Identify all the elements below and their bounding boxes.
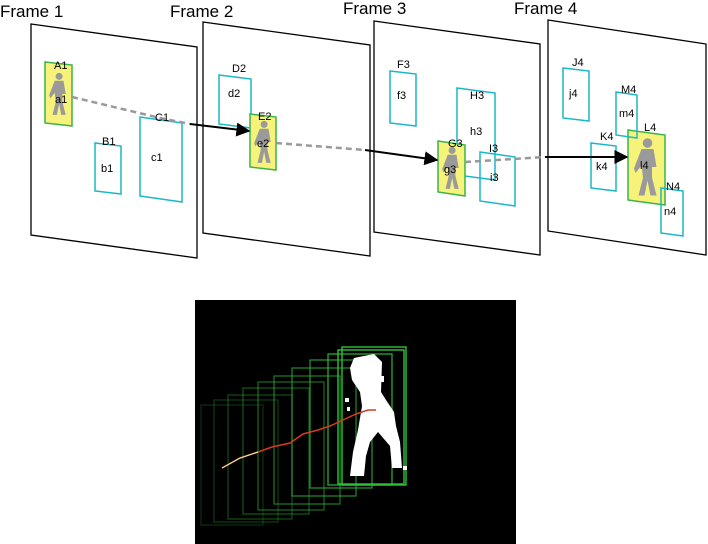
track-box	[341, 346, 407, 486]
box-g3-label: G3	[448, 138, 463, 150]
box-h3-inner: h3	[470, 126, 482, 138]
track-box	[213, 399, 279, 523]
box-d2-label: D2	[232, 63, 246, 75]
frame-2-panel	[202, 21, 371, 257]
arrow-frame1-to-frame2	[189, 122, 251, 137]
box-m4-label: M4	[621, 84, 636, 96]
box-k4-inner: k4	[596, 161, 608, 173]
box-h3-label: H3	[470, 90, 484, 102]
box-i3-inner: i3	[490, 172, 499, 184]
box-f3-label: F3	[397, 59, 410, 71]
box-m4: M4 m4	[615, 84, 638, 139]
frame-4-panel	[547, 19, 707, 256]
box-n4-inner: n4	[664, 206, 676, 218]
track-box	[257, 381, 325, 511]
box-n4-label: N4	[666, 181, 680, 193]
box-b1-label: B1	[102, 136, 115, 148]
person-silhouette-icon	[345, 354, 407, 476]
box-l4: L4 l4	[627, 122, 666, 206]
frame-4-title: Frame 4	[514, 0, 577, 18]
box-f3: F3 f3	[389, 59, 417, 127]
box-n4: N4 n4	[660, 181, 684, 237]
box-a1: A1 a1	[44, 60, 73, 127]
arrow-frame2-to-frame3	[364, 149, 439, 166]
box-j4: J4 j4	[562, 57, 590, 122]
box-d2: D2 d2	[218, 63, 252, 129]
box-a1-label: A1	[54, 60, 67, 72]
box-i3-label: I3	[489, 143, 498, 155]
box-l4-label: L4	[644, 122, 656, 134]
box-m4-inner: m4	[619, 108, 634, 120]
box-f3-inner: f3	[397, 90, 406, 102]
box-l4-inner: l4	[640, 160, 649, 172]
box-b1-inner: b1	[101, 163, 113, 175]
dashed-link-1	[71, 95, 191, 126]
box-k4: K4 k4	[590, 131, 617, 192]
track-box	[291, 367, 357, 497]
box-d2-inner: d2	[228, 88, 240, 100]
frame-3-title: Frame 3	[343, 0, 406, 18]
box-j4-inner: j4	[568, 88, 578, 100]
box-a1-inner: a1	[55, 94, 67, 106]
frame-1-title: Frame 1	[0, 2, 63, 21]
tracking-result-panel	[195, 300, 516, 544]
track-box	[273, 375, 341, 505]
box-c1-inner: c1	[151, 152, 163, 164]
box-g3: G3 g3	[437, 138, 466, 197]
box-b1: B1 b1	[94, 136, 122, 195]
track-box	[200, 404, 264, 526]
box-e2-inner: e2	[257, 138, 269, 150]
trajectory-line-tail	[221, 451, 259, 469]
frame-2-title: Frame 2	[170, 2, 233, 21]
dashed-link-3	[464, 155, 546, 164]
dashed-link-2	[275, 141, 366, 152]
box-g3-inner: g3	[444, 164, 456, 176]
box-j4-label: J4	[572, 57, 584, 69]
box-e2: E2 e2	[249, 111, 277, 171]
track-box	[337, 349, 405, 485]
box-e2-label: E2	[258, 111, 271, 123]
track-box	[242, 387, 310, 515]
box-i3: I3 i3	[479, 143, 516, 207]
box-k4-label: K4	[600, 131, 613, 143]
